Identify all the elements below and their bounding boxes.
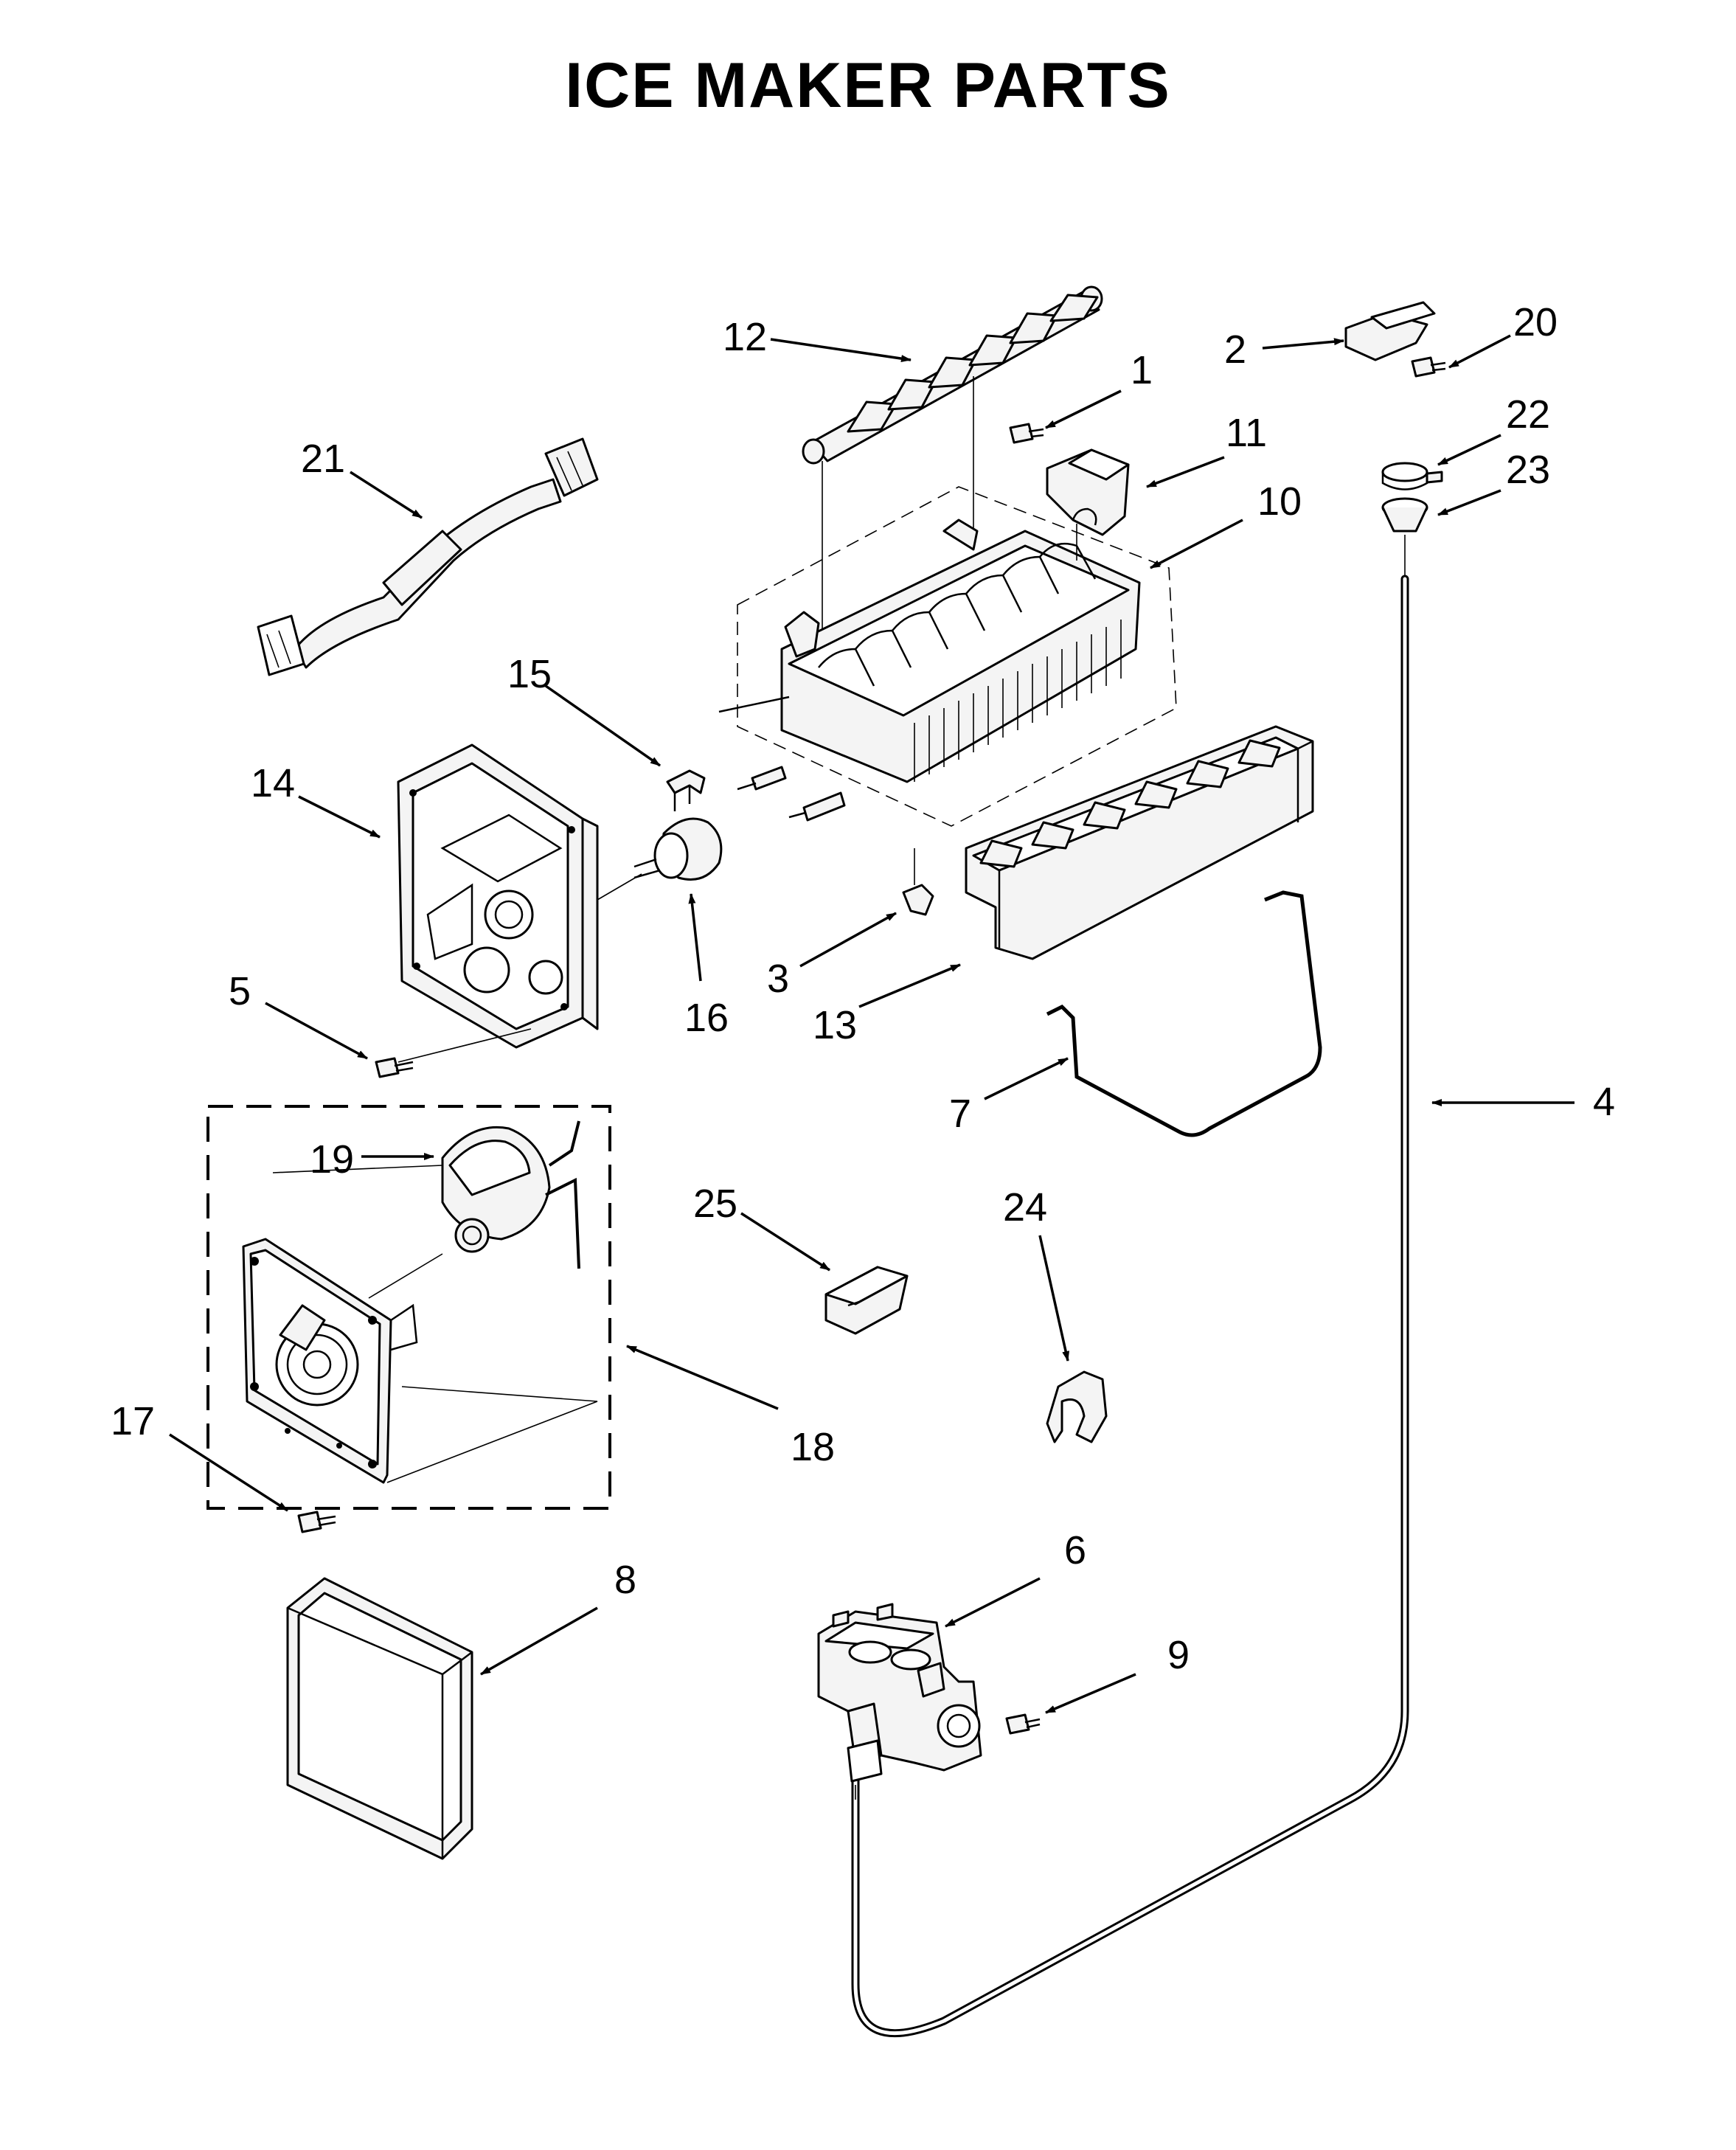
kit-box-18 <box>206 1105 611 1510</box>
part-fitting-23 <box>1381 497 1428 575</box>
part-bracket-11 <box>1046 448 1130 561</box>
part-thermostat-16 <box>633 817 723 881</box>
leader-24 <box>1038 1235 1070 1362</box>
leader-17 <box>169 1433 288 1512</box>
part-wire-harness <box>257 437 599 676</box>
leader-20 <box>1448 334 1511 369</box>
part-block-25 <box>824 1266 909 1335</box>
callout-11: 11 <box>1226 411 1267 455</box>
leader-13 <box>858 963 961 1008</box>
callout-13: 13 <box>813 1003 857 1047</box>
part-bail-arm <box>1046 890 1322 1137</box>
leader-6 <box>945 1577 1041 1628</box>
callout-18: 18 <box>791 1425 835 1469</box>
leader-lines <box>169 334 1574 1714</box>
callout-17: 17 <box>111 1399 155 1443</box>
leader-12 <box>770 338 912 363</box>
leader-3 <box>799 912 897 968</box>
callout-14: 14 <box>251 761 295 805</box>
part-cover-8 <box>286 1577 473 1860</box>
part-screw-5 <box>375 1057 414 1078</box>
callout-12: 12 <box>723 315 767 359</box>
part-clip-15 <box>666 769 706 811</box>
part-clip-3 <box>902 848 934 916</box>
part-motor-19 <box>272 1120 580 1299</box>
leader-8 <box>480 1606 598 1676</box>
callout-9: 9 <box>1167 1633 1190 1677</box>
leader-21 <box>350 471 423 519</box>
callout-23: 23 <box>1506 448 1550 492</box>
leader-18 <box>626 1345 779 1410</box>
callout-7: 7 <box>949 1092 971 1136</box>
callout-24: 24 <box>1003 1185 1047 1230</box>
callout-3: 3 <box>767 957 789 1001</box>
callout-20: 20 <box>1513 300 1558 344</box>
leader-11 <box>1146 456 1225 488</box>
callout-4: 4 <box>1593 1080 1615 1124</box>
part-water-valve <box>817 1603 982 1800</box>
leader-5 <box>265 1002 368 1060</box>
page-title: ICE MAKER PARTS <box>565 50 1171 121</box>
leader-10 <box>1150 519 1243 569</box>
part-fill-cup-2 <box>1344 301 1436 361</box>
part-screw-20 <box>1411 356 1446 378</box>
leader-2 <box>1262 338 1344 350</box>
callout-2: 2 <box>1224 327 1246 372</box>
callout-1: 1 <box>1131 348 1153 392</box>
leader-15 <box>544 684 662 767</box>
callout-25: 25 <box>693 1182 737 1226</box>
part-screw-1 <box>1009 423 1044 444</box>
leader-23 <box>1437 489 1501 516</box>
callout-5: 5 <box>229 969 251 1013</box>
part-clamp-22 <box>1381 462 1443 490</box>
callout-21: 21 <box>301 437 345 481</box>
part-ice-stripper <box>965 725 1314 960</box>
leader-1 <box>1045 389 1122 429</box>
leader-9 <box>1045 1673 1136 1714</box>
callout-labels: 12 1 2 20 22 23 11 10 21 15 14 16 3 13 5… <box>111 300 1615 1677</box>
callout-10: 10 <box>1257 479 1302 524</box>
leader-7 <box>984 1057 1069 1100</box>
callout-22: 22 <box>1506 392 1550 437</box>
part-screw-17 <box>297 1511 336 1533</box>
callout-15: 15 <box>507 652 552 696</box>
part-ice-mold <box>718 486 1177 827</box>
leader-22 <box>1437 434 1501 466</box>
part-module-plate <box>242 1238 598 1484</box>
part-clip-24 <box>1046 1370 1108 1443</box>
leader-25 <box>740 1212 830 1272</box>
part-screw-9 <box>1005 1713 1041 1735</box>
part-module-housing <box>397 743 642 1063</box>
callout-19: 19 <box>310 1137 354 1182</box>
part-ejector-rod <box>802 285 1103 649</box>
callout-16: 16 <box>684 996 729 1040</box>
leader-16 <box>688 893 702 982</box>
callout-6: 6 <box>1064 1528 1086 1572</box>
callout-8: 8 <box>614 1558 636 1602</box>
leader-14 <box>298 795 381 839</box>
